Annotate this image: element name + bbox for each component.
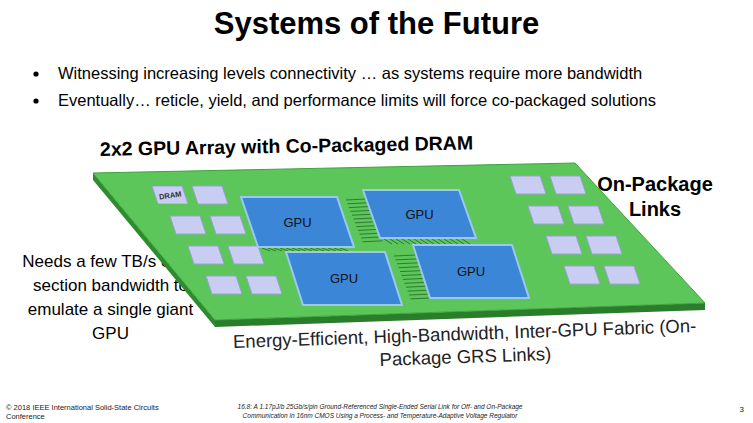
dram-chip-shape <box>192 186 228 204</box>
bullet-text: Witnessing increasing levels connectivit… <box>58 64 748 83</box>
link-wire <box>462 239 470 244</box>
link-wire <box>346 199 366 200</box>
link-wire <box>409 294 431 295</box>
link-wire <box>360 233 380 234</box>
bullet-dot <box>33 71 38 76</box>
gpu-label: GPU <box>457 264 485 279</box>
bullet-dot <box>32 97 42 107</box>
link-wire <box>361 237 381 238</box>
link-wire <box>349 207 369 208</box>
link-wire <box>403 278 425 279</box>
gpu-die-shape <box>241 197 354 247</box>
dram-chip-shape <box>228 246 264 264</box>
package-heading: 2x2 GPU Array with Co-Packaged DRAM <box>100 131 473 161</box>
link-wire <box>355 222 375 223</box>
link-wire <box>357 226 377 227</box>
link-wire <box>408 290 430 291</box>
link-wire <box>394 255 416 256</box>
link-wire <box>400 271 422 272</box>
gpu-die-shape <box>413 245 529 298</box>
package-substrate <box>93 163 705 320</box>
link-wire <box>406 286 428 287</box>
link-wire <box>358 229 378 230</box>
bullet-dot <box>32 70 42 80</box>
slide-title: Systems of the Future <box>0 6 753 42</box>
gpu-label: GPU <box>405 207 433 222</box>
dram-chip-shape <box>206 276 242 294</box>
dram-chip-shape <box>510 176 546 194</box>
dram-chip-shape <box>170 216 206 234</box>
gpu-die: GPU <box>285 251 403 306</box>
link-wire <box>402 275 424 276</box>
bullet-text: Eventually… reticle, yield, and performa… <box>58 91 748 110</box>
dram-chip-shape <box>528 206 564 224</box>
gpu-die-shape <box>363 190 476 238</box>
link-wire <box>397 263 419 264</box>
link-wire <box>399 267 421 268</box>
dram-chip-shape <box>586 236 622 254</box>
link-wire <box>348 203 368 204</box>
dram-chip-shape <box>152 186 188 204</box>
link-wire <box>340 248 348 251</box>
link-wire <box>363 241 383 242</box>
dram-chip-shape <box>564 266 600 284</box>
gpu-label: GPU <box>283 215 311 230</box>
gpu-die: GPU <box>362 189 477 239</box>
page-number: 3 <box>728 405 744 414</box>
dram-chip-shape <box>604 266 640 284</box>
dram-chip-shape <box>188 246 224 264</box>
dram-chip-shape <box>210 216 246 234</box>
dram-chip-shape <box>568 206 604 224</box>
gpu-die: GPU <box>412 244 530 299</box>
footer-reference: 16.8: A 1.17pJ/b 25Gb/s/pin Ground-Refer… <box>215 403 545 420</box>
dram-chip-shape <box>246 276 282 294</box>
link-wire <box>354 218 374 219</box>
gpu-die: GPU <box>240 196 355 248</box>
link-wire <box>352 214 372 215</box>
footer-copyright: © 2018 IEEE International Solid-State Ci… <box>6 403 176 421</box>
gpu-label: GPU <box>330 271 358 286</box>
dram-chip-shape <box>550 176 586 194</box>
dram-chip: DRAM <box>152 186 188 204</box>
bullet-dot <box>33 98 38 103</box>
gpu-die-shape <box>286 252 402 305</box>
dram-chip-shape <box>546 236 582 254</box>
gpu-package: 2x2 GPU Array with Co-Packaged DRAMGPUGP… <box>90 138 710 330</box>
link-wire <box>396 259 418 260</box>
link-wire <box>351 210 371 211</box>
link-wire <box>405 282 427 283</box>
